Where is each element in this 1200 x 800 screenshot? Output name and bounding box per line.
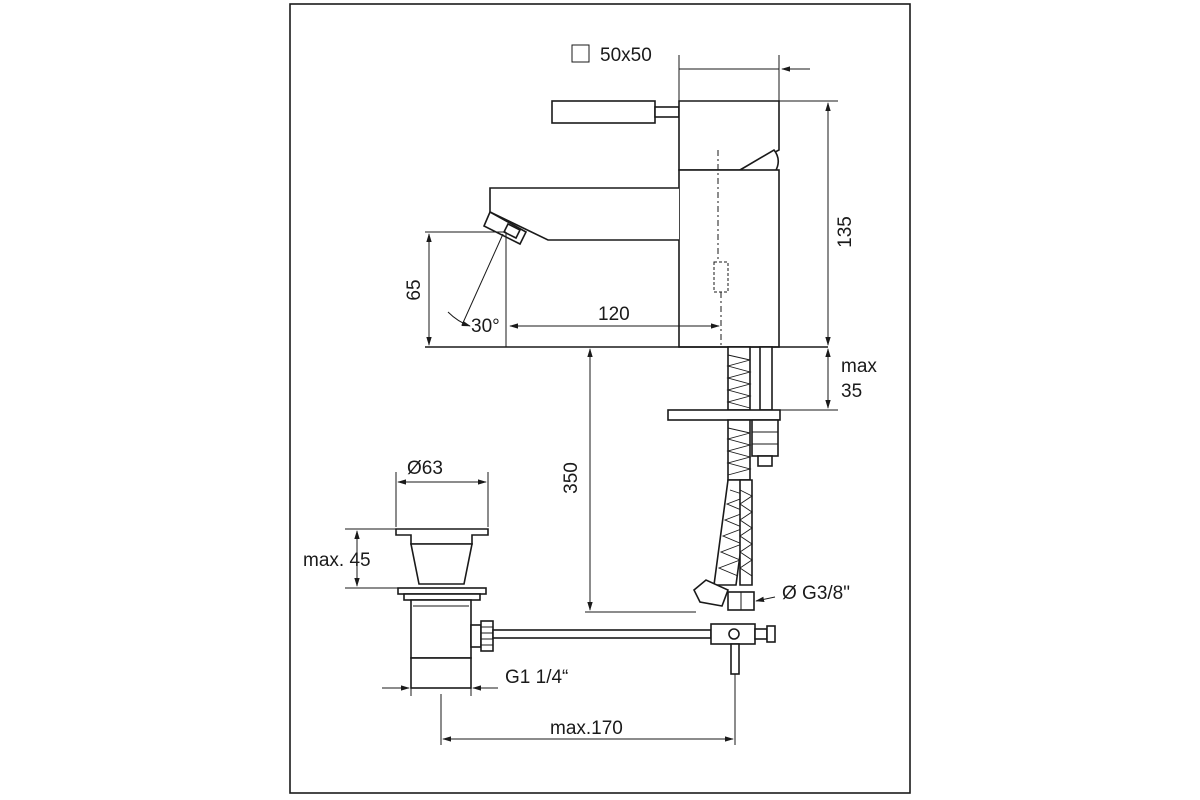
pop-up-waste <box>395 528 776 689</box>
dim-max-label: max <box>841 356 877 377</box>
dim-max-deck-value: 35 <box>841 381 862 402</box>
dim-rod-length: max.170 <box>550 718 623 739</box>
dim-drain-diameter: Ø63 <box>407 458 443 479</box>
dim-square-section: 50x50 <box>600 45 652 66</box>
dim-drain-thread: G1 1/4“ <box>505 667 568 688</box>
mounting-assembly <box>667 346 781 611</box>
dim-spout-height: 65 <box>404 279 425 300</box>
dim-drain-height: max. 45 <box>303 550 371 571</box>
dim-spout-angle: 30° <box>471 316 500 337</box>
dim-spout-reach: 120 <box>598 304 630 325</box>
dim-hose-thread: Ø G3/8" <box>782 583 850 604</box>
dim-hose-length: 350 <box>561 462 582 494</box>
drawing-frame <box>289 3 911 794</box>
square-section-icon <box>571 44 590 63</box>
dim-body-height: 135 <box>835 216 856 248</box>
dimension-lines: 50x50 135 65 30° 120 max 35 350 Ø63 max.… <box>303 44 877 745</box>
